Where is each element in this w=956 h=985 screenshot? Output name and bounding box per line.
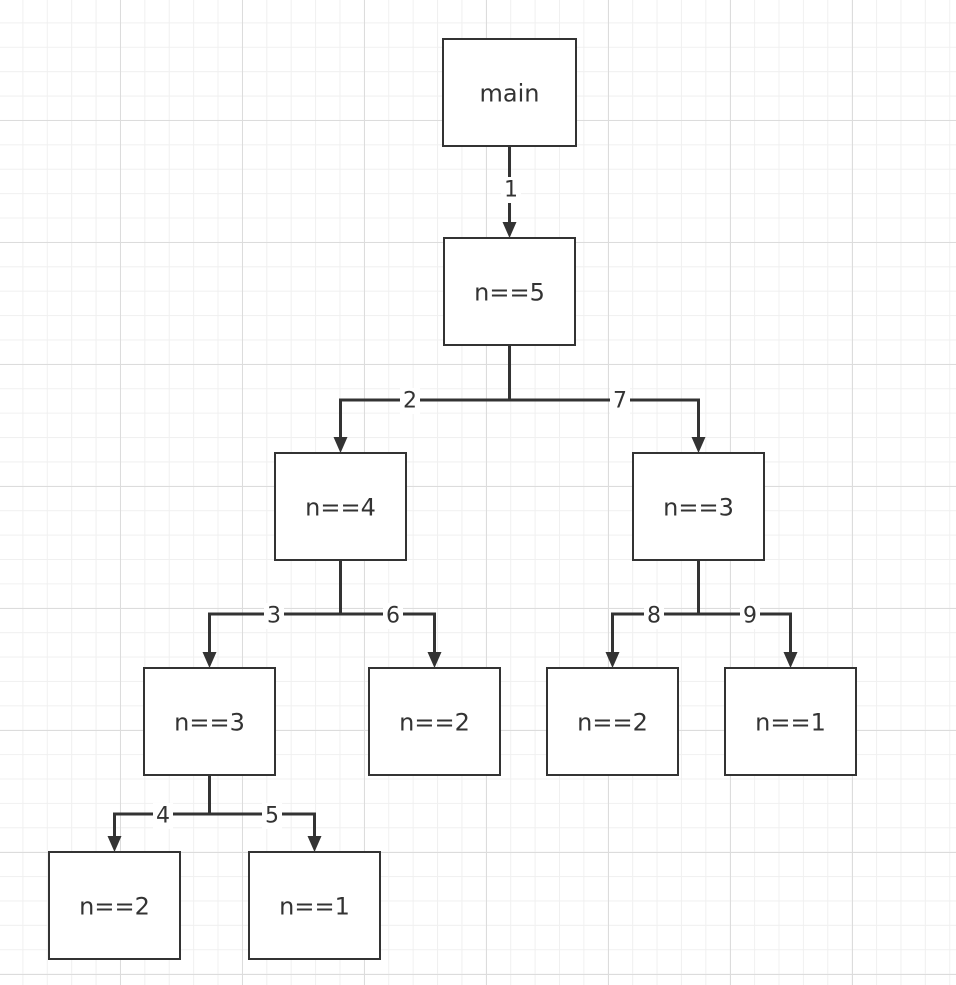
edge-label-background xyxy=(262,803,282,829)
edge-label-text: 3 xyxy=(267,604,281,629)
node-label: n==2 xyxy=(577,709,648,737)
edge-label-text: 8 xyxy=(647,604,661,629)
edge-label-background xyxy=(153,803,173,829)
node-box xyxy=(632,452,765,561)
node-n4: n==4 xyxy=(274,452,407,561)
edge-label-text: 9 xyxy=(743,604,757,629)
node-label: n==2 xyxy=(79,893,150,921)
node-label: n==1 xyxy=(279,893,350,921)
edge-label-text: 6 xyxy=(386,604,400,629)
node-box xyxy=(546,667,679,776)
edge-label-background xyxy=(610,388,630,414)
edge-label-9: 9 xyxy=(740,603,760,629)
edge-label-background xyxy=(400,388,420,414)
node-box xyxy=(143,667,276,776)
node-box xyxy=(368,667,501,776)
edge-label-text: 2 xyxy=(403,389,417,414)
edge-labels-layer: 1 2 3 4 5 6 7 8 9 xyxy=(153,177,760,829)
node-n1a: n==1 xyxy=(724,667,857,776)
edge-label-4: 4 xyxy=(153,803,173,829)
node-main: main xyxy=(442,38,577,147)
edge-label-8: 8 xyxy=(644,603,664,629)
node-box xyxy=(48,851,181,960)
edge-label-7: 7 xyxy=(610,388,630,414)
node-box xyxy=(724,667,857,776)
edge-label-3: 3 xyxy=(264,603,284,629)
edge-n5-to-n4 xyxy=(333,345,511,453)
edge-label-background xyxy=(740,603,760,629)
arrowhead-icon xyxy=(783,652,798,668)
edge-label-text: 5 xyxy=(265,804,279,829)
edge-label-background xyxy=(501,177,521,203)
node-n2b: n==2 xyxy=(546,667,679,776)
node-n1b: n==1 xyxy=(248,851,381,960)
node-label: main xyxy=(480,80,540,108)
arrowhead-icon xyxy=(427,652,442,668)
node-n2c: n==2 xyxy=(48,851,181,960)
edge-label-text: 1 xyxy=(504,178,518,203)
nodes-layer: main n==5 n==4 n==3 n==3 n==2 n==2 n==1 n==2 n==1 xyxy=(48,38,857,960)
arrowhead-icon xyxy=(307,836,322,852)
node-label: n==4 xyxy=(305,494,376,522)
node-box xyxy=(274,452,407,561)
node-n5: n==5 xyxy=(443,237,576,346)
node-label: n==3 xyxy=(663,494,734,522)
node-label: n==1 xyxy=(755,709,826,737)
edge-n5-to-n3b xyxy=(508,345,706,453)
arrowhead-icon xyxy=(605,652,620,668)
edge-label-background xyxy=(644,603,664,629)
edge-label-background xyxy=(383,603,403,629)
edge-line xyxy=(339,345,511,439)
edge-label-6: 6 xyxy=(383,603,403,629)
edge-label-background xyxy=(264,603,284,629)
node-box xyxy=(442,38,577,147)
edge-label-1: 1 xyxy=(501,177,521,203)
node-label: n==3 xyxy=(174,709,245,737)
node-box xyxy=(248,851,381,960)
arrowhead-icon xyxy=(107,836,122,852)
node-label: n==2 xyxy=(399,709,470,737)
edge-label-text: 7 xyxy=(613,389,627,414)
edge-label-5: 5 xyxy=(262,803,282,829)
node-n2a: n==2 xyxy=(368,667,501,776)
arrowhead-icon xyxy=(502,222,517,238)
edge-label-text: 4 xyxy=(156,804,170,829)
node-n3a: n==3 xyxy=(143,667,276,776)
arrowhead-icon xyxy=(202,652,217,668)
edge-line xyxy=(508,345,700,439)
arrowhead-icon xyxy=(691,437,706,453)
node-box xyxy=(443,237,576,346)
arrowhead-icon xyxy=(333,437,348,453)
node-n3b: n==3 xyxy=(632,452,765,561)
node-label: n==5 xyxy=(474,279,545,307)
edge-label-2: 2 xyxy=(400,388,420,414)
